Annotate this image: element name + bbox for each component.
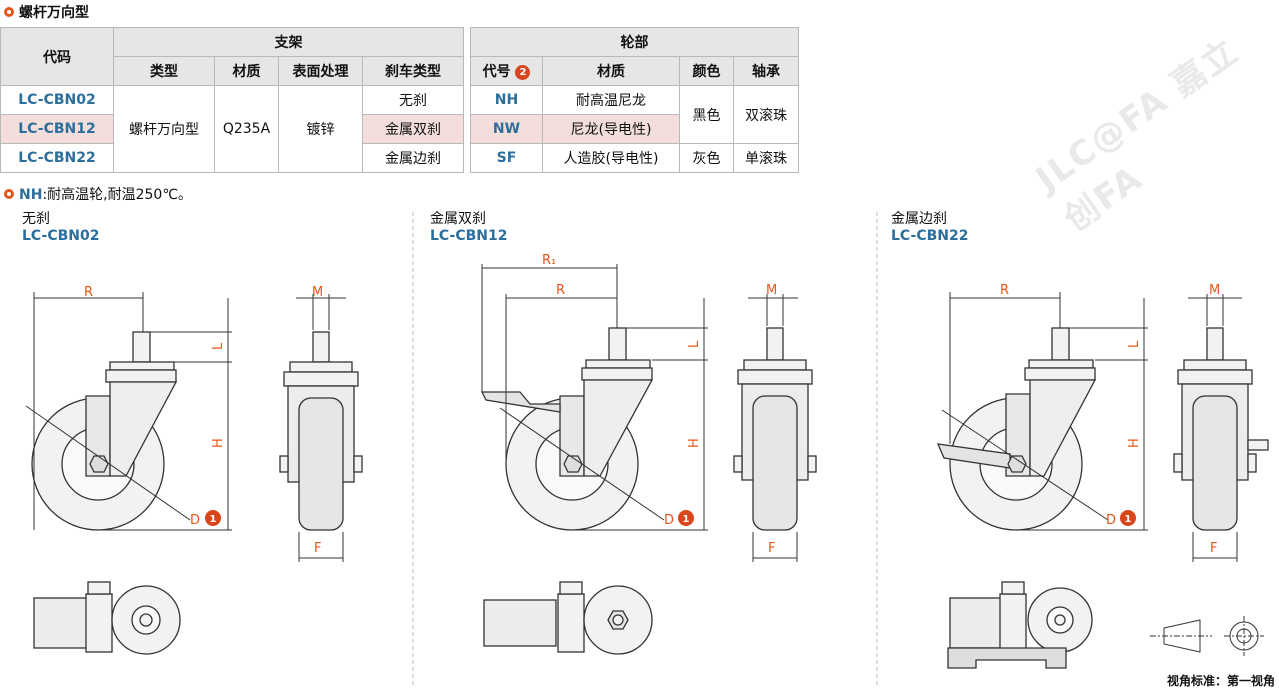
dim-D: D: [190, 513, 200, 528]
dim-R1: R₁: [542, 253, 556, 268]
dim-marker-num: 1: [1125, 514, 1132, 525]
dim-D: D: [664, 513, 674, 528]
cell-bearing-single: 单滚珠: [733, 143, 799, 173]
dim-labels: R₁ R M L H D 1 F: [542, 253, 777, 556]
variant-label: 无刹 LC-CBN02: [22, 211, 99, 245]
table-row: LC-CBN12 金属双刹 NW 尼龙(导电性): [0, 114, 799, 144]
cell-bearing-double: 双滚珠: [733, 85, 799, 144]
caster-front-view: [1173, 327, 1269, 531]
dim-F: F: [768, 541, 775, 556]
dim-M: M: [1209, 283, 1220, 298]
footnote-text: :耐高温轮,耐温250℃。: [42, 187, 193, 203]
table-row: LC-CBN02 螺杆万向型 Q235A 镀锌 无刹 NH 耐高温尼龙 黑色 双…: [0, 85, 799, 173]
dim-D: D: [1106, 513, 1116, 528]
dim-R: R: [556, 283, 565, 298]
dim-H: H: [211, 438, 226, 448]
row-code: LC-CBN02: [0, 85, 114, 115]
dim-H: H: [1127, 438, 1142, 448]
variant-label: 金属边刹 LC-CBN22: [891, 211, 968, 245]
footnote: NH:耐高温轮,耐温250℃。: [4, 184, 192, 204]
circle-bullet-icon: [4, 7, 14, 17]
footnote-code: NH: [19, 187, 43, 203]
dimension-lines: [941, 292, 1242, 562]
dim-F: F: [314, 541, 321, 556]
cell-brake: 金属边刹: [362, 143, 464, 173]
variant-name: 金属双刹: [430, 211, 486, 227]
dim-H: H: [687, 438, 702, 448]
cell-wheel-code: NH: [470, 85, 543, 115]
caster-top-view: [947, 581, 1093, 669]
table-subheader-row: 类型 材质 表面处理 刹车类型 代号 2 材质 颜色 轴承: [1, 56, 799, 86]
dimension-lines: [25, 292, 346, 562]
cell-surface: 镀锌: [278, 85, 363, 173]
header-wheel-code: 代号 2: [470, 56, 543, 86]
table-header-row: 代码 支架 轮部: [0, 27, 799, 173]
dim-L: L: [687, 340, 702, 348]
caster-top-view: [33, 581, 181, 655]
header-wheel-code-label: 代号: [482, 64, 511, 80]
dim-marker-icon: [678, 510, 694, 526]
variant-code: LC-CBN12: [430, 228, 508, 244]
section-title: 螺杆万向型: [4, 2, 89, 22]
variant-label: 金属双刹 LC-CBN12: [430, 211, 507, 245]
header-surface: 表面处理: [278, 56, 363, 86]
dim-labels: R M L H D 1 F: [1000, 283, 1220, 556]
dim-M: M: [766, 283, 777, 298]
caster-top-view: [483, 581, 653, 655]
caster-side-view: [31, 331, 178, 531]
caster-side-view: [480, 327, 654, 531]
dim-labels: R M L H D 1 F: [84, 285, 323, 556]
dim-F: F: [1210, 541, 1217, 556]
dim-marker-num: 1: [683, 514, 690, 525]
header-wheel-material: 材质: [542, 56, 680, 86]
header-code: 代码: [0, 27, 114, 86]
cell-color-gray: 灰色: [679, 143, 734, 173]
cell-wheel-code: NW: [470, 114, 543, 144]
header-color: 颜色: [679, 56, 734, 86]
cell-wheel-code: SF: [470, 143, 543, 173]
dim-marker-num: 1: [210, 514, 217, 525]
circle-bullet-icon: [4, 189, 14, 199]
dim-R: R: [84, 285, 93, 300]
header-type: 类型: [113, 56, 215, 86]
section-title-text: 螺杆万向型: [19, 5, 89, 21]
note-marker-icon: 2: [515, 64, 531, 80]
dim-L: L: [1127, 340, 1142, 348]
dim-L: L: [211, 342, 226, 350]
dimension-lines: [481, 264, 798, 562]
caster-side-view: [936, 327, 1097, 531]
cell-brake: 无刹: [362, 85, 464, 115]
dim-marker-icon: [205, 510, 221, 526]
dim-marker-icon: [1120, 510, 1136, 526]
header-material: 材质: [214, 56, 279, 86]
variant-name: 无刹: [22, 211, 50, 227]
header-bracket: 支架: [113, 27, 464, 57]
header-bearing: 轴承: [733, 56, 799, 86]
cell-type: 螺杆万向型: [113, 85, 215, 173]
header-brake: 刹车类型: [362, 56, 464, 86]
dim-M: M: [312, 285, 323, 300]
first-angle-projection-icon: [1150, 616, 1264, 656]
variant-code: LC-CBN02: [22, 228, 100, 244]
caster-front-view: [279, 331, 363, 531]
cell-wheel-material: 人造胶(导电性): [542, 143, 680, 173]
spec-table: 代码 支架 轮部 类型 材质 表面处理 刹车类型 代号 2 材质 颜色 轴承 L…: [0, 27, 799, 173]
cell-material: Q235A: [214, 85, 279, 173]
caster-front-view: [733, 327, 817, 531]
cell-brake: 金属双刹: [362, 114, 464, 144]
dim-R: R: [1000, 283, 1009, 298]
table-row: LC-CBN22 金属边刹 SF 人造胶(导电性) 灰色 单滚珠: [0, 143, 799, 173]
variant-code: LC-CBN22: [891, 228, 969, 244]
variant-name: 金属边刹: [891, 211, 947, 227]
footer-projection-label: 视角标准：第一视角: [1166, 674, 1275, 688]
row-code: LC-CBN22: [0, 143, 114, 173]
